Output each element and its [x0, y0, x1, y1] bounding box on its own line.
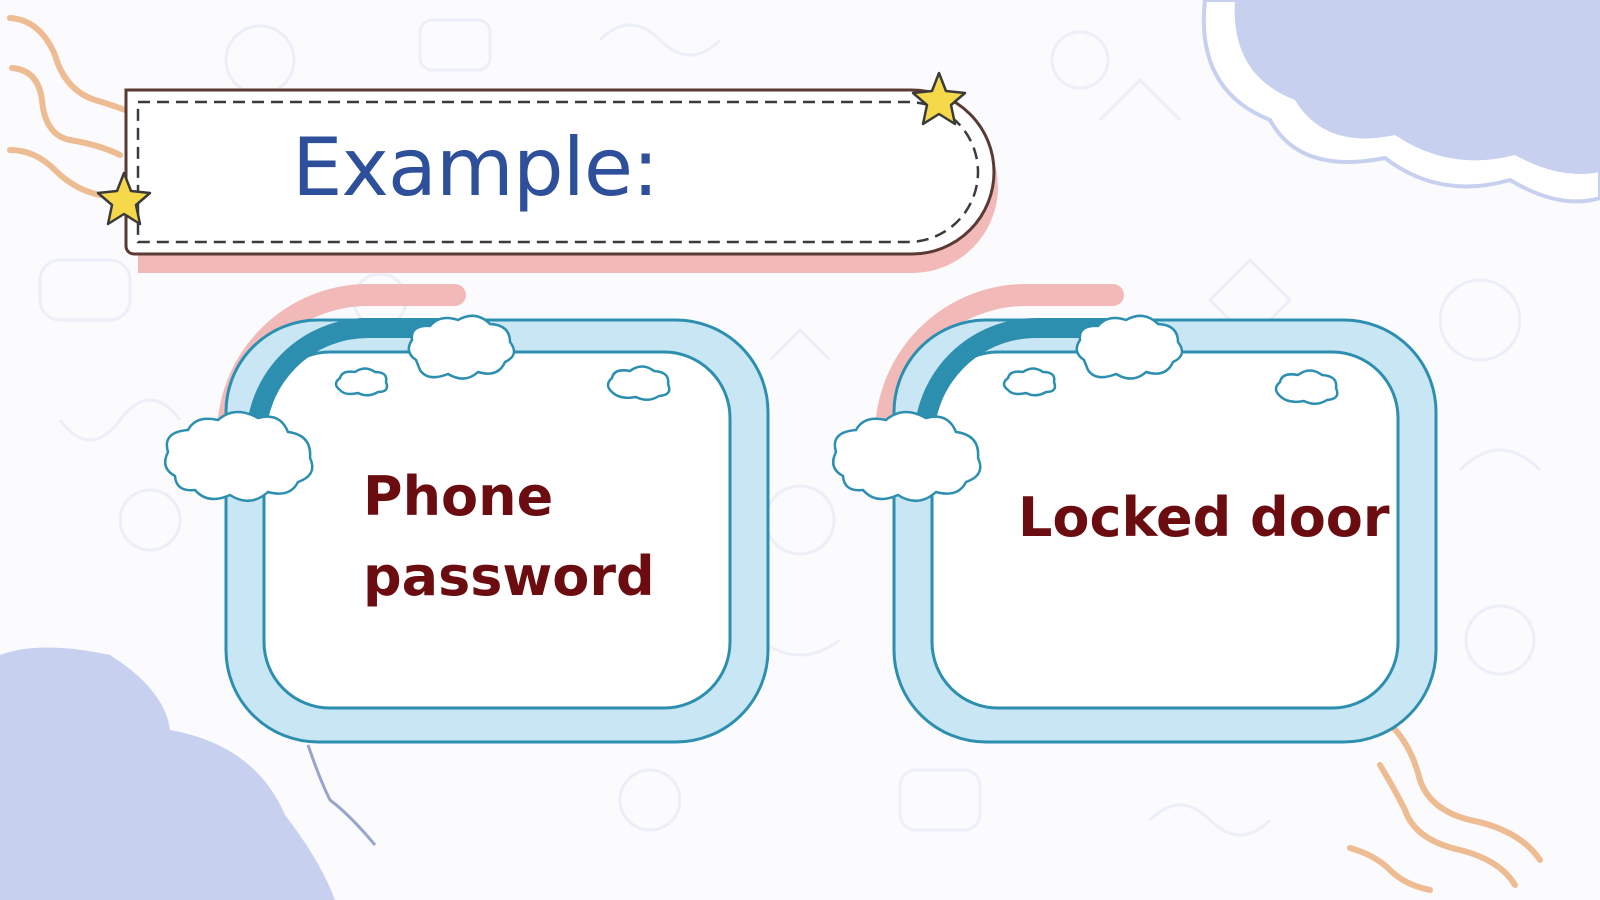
cloud-icon: [1201, 0, 1600, 204]
cloud-icon: [831, 314, 1339, 502]
squiggle-lines: [1347, 717, 1543, 893]
star-icon: [96, 171, 152, 226]
slide-title: Example:: [292, 121, 659, 214]
title-banner: [124, 88, 998, 273]
star-icon: [911, 71, 967, 126]
cloud-icon: [0, 647, 377, 900]
squiggle-lines: [7, 15, 128, 198]
card-label-left: Phone password: [363, 465, 655, 608]
cloud-icon: [163, 314, 671, 502]
card-label-right: Locked door: [1018, 486, 1390, 549]
card-frame-left: [217, 284, 770, 744]
